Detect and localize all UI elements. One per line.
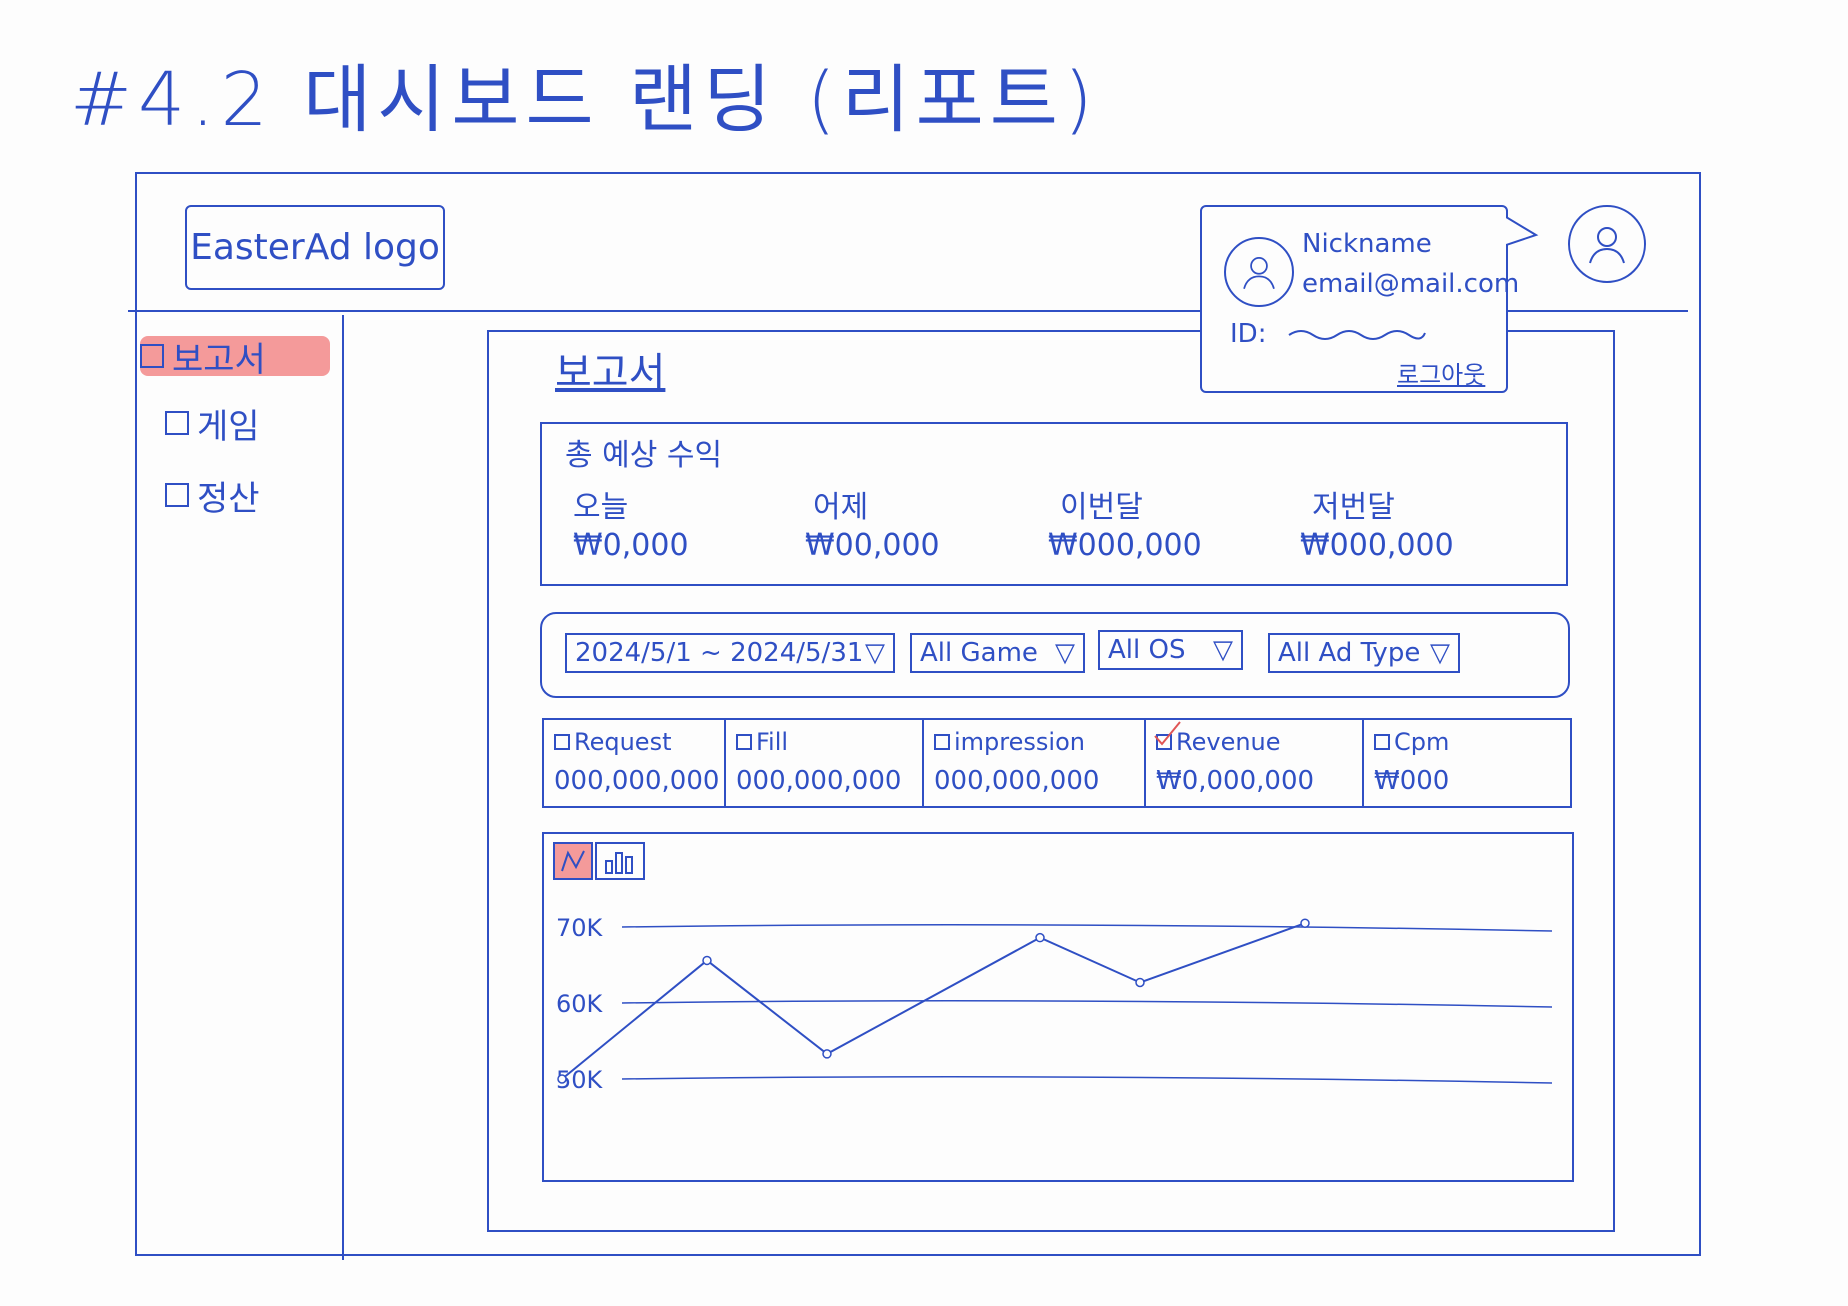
date-range-value: 2024/5/1 ~ 2024/5/31 — [575, 638, 864, 668]
revenue-period-label: 오늘 — [573, 490, 629, 525]
revenue-period-label: 어제 — [813, 490, 869, 525]
os-select[interactable]: All OS ▽ — [1098, 630, 1243, 670]
page-heading: #4.2 대시보드 랜딩 (리포트) — [70, 57, 1099, 143]
revenue-period-value: ₩0,000 — [573, 528, 689, 563]
checkbox-icon[interactable] — [554, 734, 570, 750]
checkbox-icon[interactable] — [934, 734, 950, 750]
triangle-down-icon: ▽ — [1213, 635, 1233, 665]
revenue-heading: 총 예상 수익 — [565, 438, 723, 473]
revenue-period-value: ₩000,000 — [1048, 528, 1202, 563]
app-frame — [135, 172, 1701, 1256]
content-title: 보고서 — [555, 350, 666, 396]
chart-gridline — [621, 924, 1553, 932]
user-icon — [1589, 227, 1625, 264]
y-tick-label: 60K — [556, 990, 604, 1018]
checkbox-icon — [165, 411, 189, 435]
popover-tail — [1506, 216, 1539, 246]
data-point[interactable] — [1300, 918, 1310, 928]
revenue-period-value: ₩000,000 — [1300, 528, 1454, 563]
data-point[interactable] — [702, 955, 712, 966]
game-select[interactable]: All Game ▽ — [910, 633, 1085, 673]
checkbox-icon — [140, 344, 164, 368]
revenue-period-label: 이번달 — [1060, 490, 1143, 525]
metric-value: 000,000,000 — [736, 766, 902, 796]
metric-label: Cpm — [1394, 728, 1450, 756]
metric-cards: Request 000,000,000 Fill 000,000,000 imp… — [542, 718, 1572, 808]
data-point[interactable] — [822, 1049, 832, 1059]
id-value-placeholder — [1288, 330, 1426, 340]
bar-chart-icon — [605, 852, 633, 874]
metric-value: 000,000,000 — [554, 766, 720, 796]
os-value: All OS — [1108, 635, 1186, 665]
metric-revenue[interactable]: Revenue ₩0,000,000 — [1146, 720, 1364, 806]
checkbox-checked-icon[interactable] — [1154, 721, 1181, 750]
checkbox-icon[interactable] — [1374, 734, 1390, 750]
metric-value: ₩000 — [1374, 766, 1450, 796]
sidebar-item-label: 보고서 — [172, 339, 266, 380]
chart-gridline — [621, 1000, 1553, 1008]
logo-text: EasterAd logo — [190, 227, 440, 268]
main-content — [487, 330, 1615, 1232]
metric-label: Request — [574, 728, 672, 756]
logout-link[interactable]: 로그아웃 — [1397, 361, 1486, 389]
chart-gridline — [621, 1076, 1553, 1084]
metric-label: Revenue — [1176, 728, 1281, 756]
data-point[interactable] — [1035, 932, 1045, 943]
triangle-down-icon: ▽ — [1430, 638, 1450, 668]
data-point[interactable] — [557, 1074, 567, 1084]
sidebar-item-report[interactable]: 보고서 — [140, 336, 330, 380]
revenue-period-label: 저번달 — [1312, 490, 1395, 525]
header-avatar[interactable] — [1568, 205, 1646, 283]
sidebar-item-settlement[interactable]: 정산 — [165, 475, 330, 519]
date-range-select[interactable]: 2024/5/1 ~ 2024/5/31 ▽ — [565, 633, 895, 673]
sidebar-item-game[interactable]: 게임 — [165, 403, 330, 447]
sidebar-item-label: 게임 — [197, 406, 260, 447]
revenue-summary — [540, 422, 1568, 586]
chart-panel — [542, 832, 1574, 1182]
metric-value: 000,000,000 — [934, 766, 1100, 796]
email: email@mail.com — [1302, 269, 1520, 299]
metric-cpm[interactable]: Cpm ₩000 — [1364, 720, 1570, 806]
user-icon — [1243, 257, 1275, 289]
popover-avatar — [1224, 237, 1294, 307]
checkbox-icon — [165, 483, 189, 507]
line-chart-toggle[interactable] — [553, 842, 593, 880]
filter-bar — [540, 612, 1570, 698]
sidebar-item-label: 정산 — [197, 478, 260, 519]
series-line — [561, 922, 1306, 1080]
line-chart-icon — [561, 850, 585, 872]
triangle-down-icon: ▽ — [865, 638, 885, 668]
nickname: Nickname — [1302, 229, 1432, 259]
ad-type-select[interactable]: All Ad Type ▽ — [1268, 633, 1460, 673]
bar-chart-toggle[interactable] — [595, 842, 645, 880]
metric-fill[interactable]: Fill 000,000,000 — [726, 720, 924, 806]
revenue-period-value: ₩00,000 — [805, 528, 940, 563]
data-point[interactable] — [1135, 977, 1145, 988]
metric-request[interactable]: Request 000,000,000 — [544, 720, 726, 806]
checkbox-icon[interactable] — [736, 734, 752, 750]
ad-type-value: All Ad Type — [1278, 638, 1421, 668]
y-tick-label: 70K — [556, 914, 604, 942]
triangle-down-icon: ▽ — [1055, 638, 1075, 668]
logo[interactable]: EasterAd logo — [185, 205, 445, 290]
id-label: ID: — [1230, 319, 1267, 349]
metric-label: impression — [954, 728, 1085, 756]
metric-impression[interactable]: impression 000,000,000 — [924, 720, 1146, 806]
checkmark-icon — [1154, 721, 1181, 746]
game-value: All Game — [920, 638, 1038, 668]
metric-label: Fill — [756, 728, 789, 756]
header-divider — [128, 310, 1688, 312]
profile-popover: Nickname email@mail.com ID: 로그아웃 — [1200, 205, 1519, 393]
metric-value: ₩0,000,000 — [1156, 766, 1315, 796]
sidebar-divider — [342, 315, 344, 1260]
